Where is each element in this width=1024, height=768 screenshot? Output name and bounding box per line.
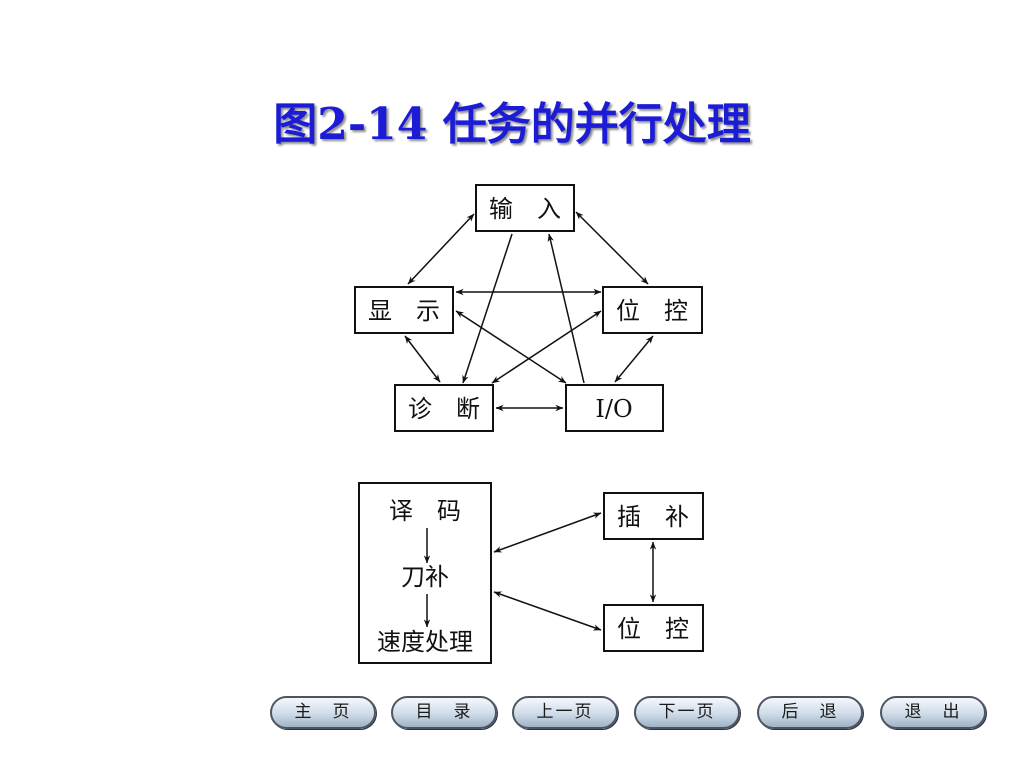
node-display-label: 显 示 bbox=[368, 297, 440, 325]
exit-button[interactable]: 退 出 bbox=[880, 696, 986, 729]
arrow-input-diagnose bbox=[462, 233, 513, 384]
arrow-input-display bbox=[407, 213, 475, 285]
page-title: 图2-14 任务的并行处理 bbox=[273, 99, 751, 150]
node-display: 显 示 bbox=[354, 286, 454, 334]
back-button[interactable]: 后 退 bbox=[757, 696, 863, 729]
node-position-control-2: 位 控 bbox=[603, 604, 704, 652]
node-position-control-2-label: 位 控 bbox=[617, 615, 689, 643]
arrow-group-position bbox=[493, 591, 602, 631]
arrow-input-position bbox=[575, 211, 649, 285]
node-interpolation-label: 插 补 bbox=[617, 503, 689, 531]
node-input-label: 输 入 bbox=[489, 195, 561, 223]
node-diagnose: 诊 断 bbox=[394, 384, 494, 432]
arrow-display-diagnose bbox=[404, 335, 441, 383]
node-position-control: 位 控 bbox=[602, 286, 703, 334]
node-position-control-label: 位 控 bbox=[616, 297, 688, 325]
bottom-arrows bbox=[423, 512, 657, 631]
home-button[interactable]: 主 页 bbox=[270, 696, 376, 729]
node-io: I/O bbox=[565, 384, 664, 432]
toc-button[interactable]: 目 录 bbox=[391, 696, 497, 729]
arrow-group-interp bbox=[493, 512, 602, 553]
node-decode-group: 译 码 刀补 速度处理 bbox=[358, 482, 492, 664]
prev-page-button[interactable]: 上一页 bbox=[512, 696, 618, 729]
node-decode-label: 译 码 bbox=[389, 497, 461, 525]
arrow-position-io bbox=[614, 335, 654, 383]
node-io-label: I/O bbox=[595, 395, 632, 423]
arrow-position-diagnose bbox=[491, 310, 602, 384]
arrow-io-input bbox=[547, 233, 585, 384]
arrow-display-io bbox=[455, 310, 567, 384]
node-speed-proc-label: 速度处理 bbox=[377, 628, 473, 656]
node-interpolation: 插 补 bbox=[603, 492, 704, 540]
node-input: 输 入 bbox=[475, 184, 575, 232]
node-tool-comp-label: 刀补 bbox=[401, 563, 449, 591]
next-page-button[interactable]: 下一页 bbox=[634, 696, 740, 729]
node-diagnose-label: 诊 断 bbox=[408, 395, 480, 423]
top-arrows bbox=[404, 211, 654, 412]
